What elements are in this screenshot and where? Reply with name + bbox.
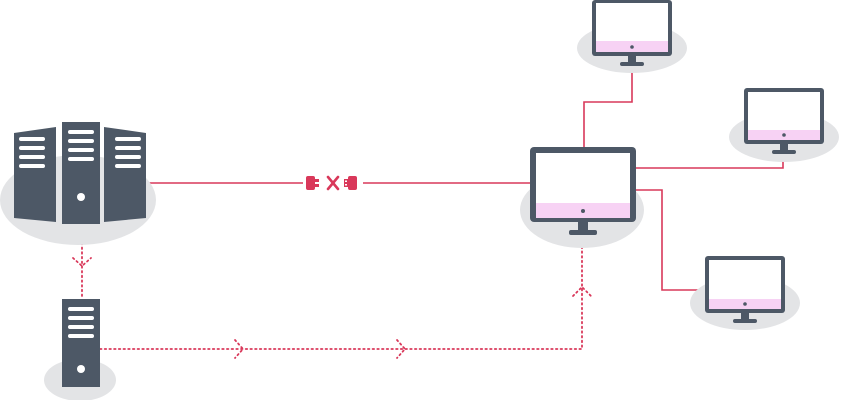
link-workstation-to-client-1 xyxy=(583,66,633,148)
backup-server-icon xyxy=(44,299,116,400)
server-cluster-icon xyxy=(0,122,156,245)
chevron-arrow-icon xyxy=(396,339,407,359)
server-tower-center xyxy=(62,122,100,224)
client-monitor-1 xyxy=(577,0,687,73)
server-tower-left xyxy=(14,127,56,222)
chevron-arrow-icon xyxy=(234,339,245,359)
connection-lines xyxy=(81,66,784,350)
backup-server-tower xyxy=(62,299,100,387)
disconnected-plug-icon xyxy=(306,175,357,191)
client-monitor-2 xyxy=(729,88,839,162)
central-workstation xyxy=(520,147,644,248)
link-backup-to-workstation xyxy=(99,239,583,350)
chevron-arrow-icon xyxy=(72,257,92,268)
client-monitor-3 xyxy=(690,256,800,330)
server-tower-right xyxy=(104,127,146,222)
flow-arrows xyxy=(72,257,592,359)
link-workstation-to-client-3 xyxy=(636,189,707,291)
chevron-arrow-icon xyxy=(572,285,592,297)
